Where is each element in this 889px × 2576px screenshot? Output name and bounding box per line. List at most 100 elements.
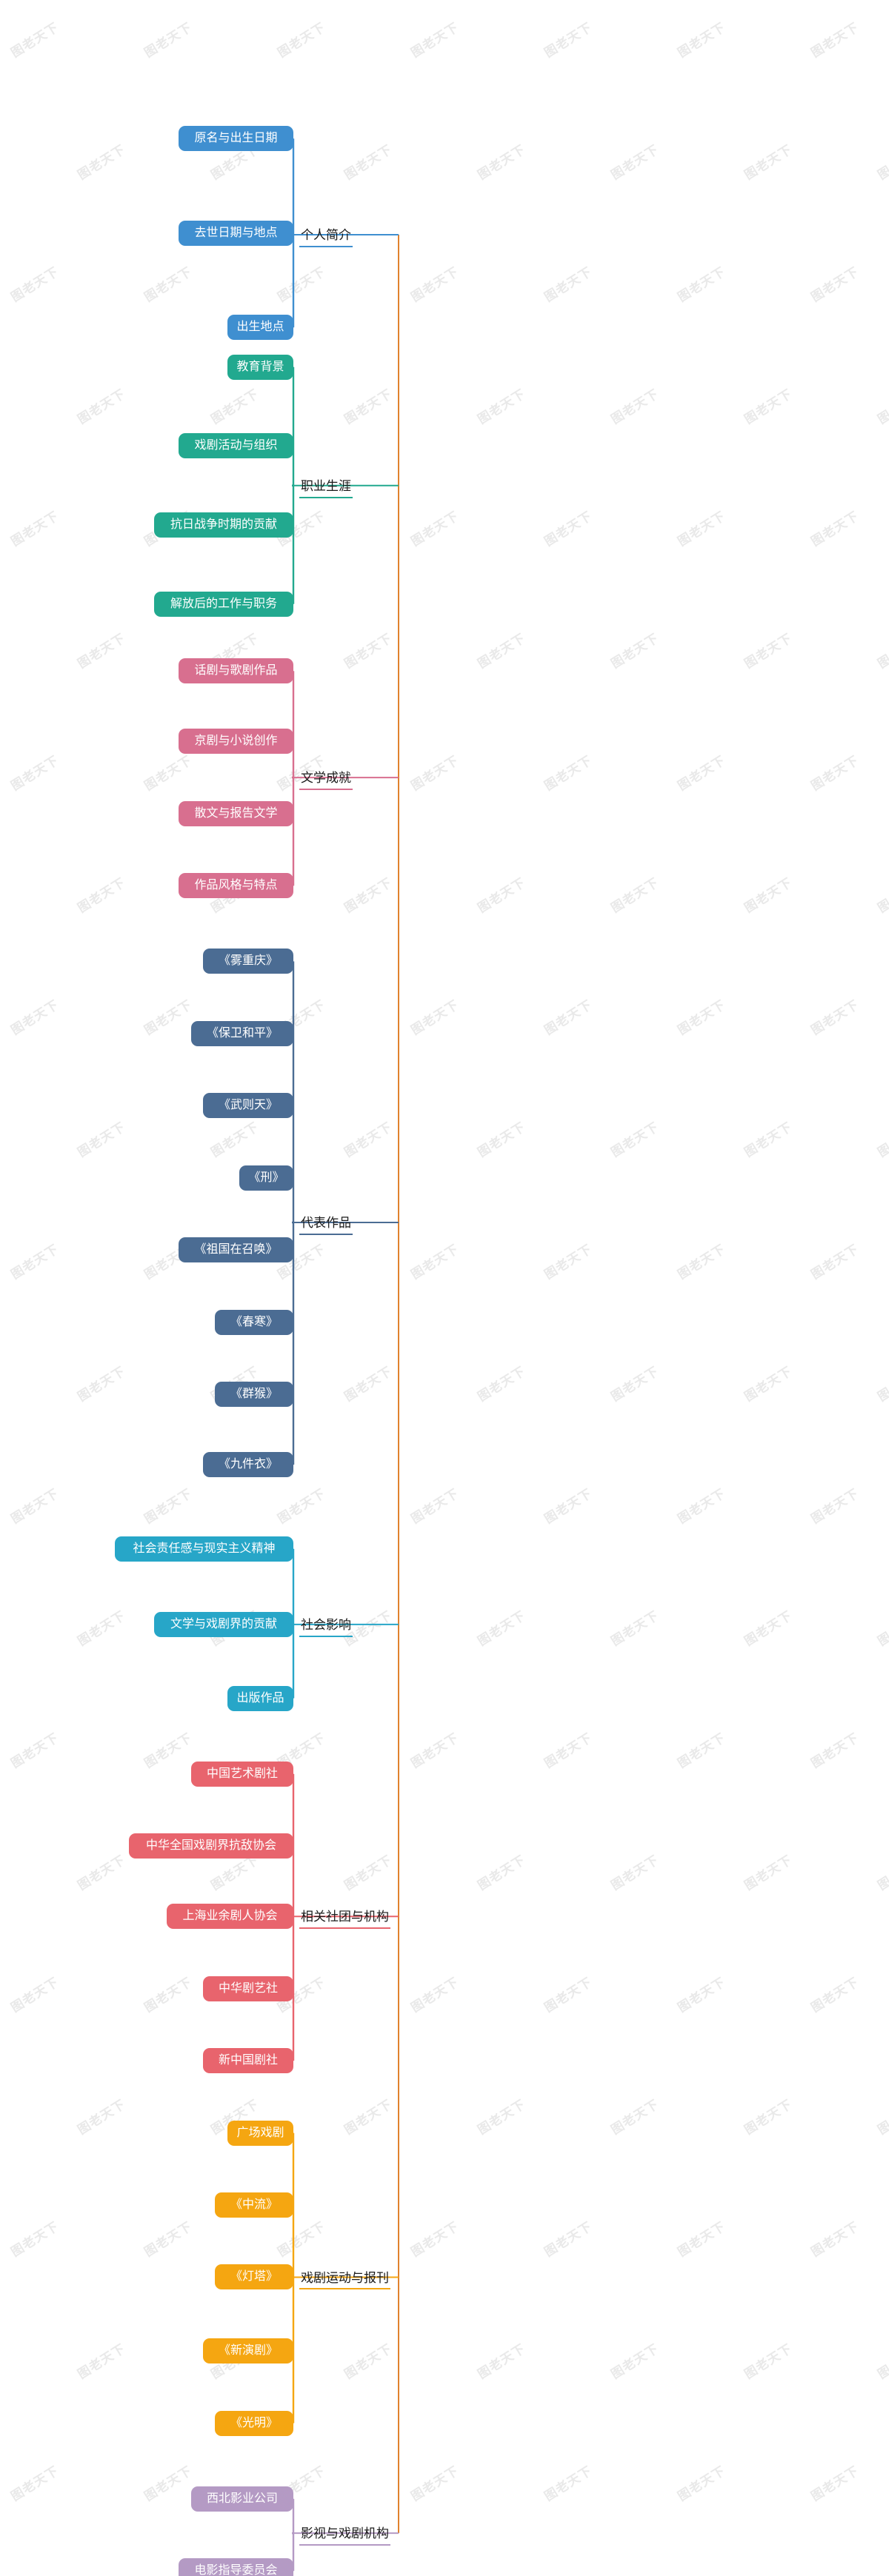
leaf-node[interactable]: 戏剧活动与组织 <box>179 433 293 459</box>
watermark-text: 图老天下 <box>808 2219 862 2260</box>
watermark-text: 图老天下 <box>608 875 662 916</box>
watermark-text: 图老天下 <box>542 264 595 305</box>
watermark-text: 图老天下 <box>808 997 862 1038</box>
watermark-text: 图老天下 <box>742 2097 795 2138</box>
watermark-text: 图老天下 <box>408 1486 462 1527</box>
watermark-text: 图老天下 <box>742 1120 795 1160</box>
watermark-text: 图老天下 <box>608 2097 662 2138</box>
watermark-text: 图老天下 <box>875 1853 889 1893</box>
leaf-node[interactable]: 电影指导委员会 <box>179 2558 293 2576</box>
leaf-node[interactable]: 中国艺术剧社 <box>191 1761 293 1787</box>
leaf-node[interactable]: 中华全国戏剧界抗敌协会 <box>129 1833 293 1859</box>
watermark-text: 图老天下 <box>475 1120 528 1160</box>
leaf-node[interactable]: 广场戏剧 <box>227 2120 293 2146</box>
watermark-text: 图老天下 <box>675 1730 728 1771</box>
leaf-node[interactable]: 中华剧艺社 <box>203 1976 293 2001</box>
branch-node-2[interactable]: 职业生涯 <box>299 473 353 498</box>
watermark-text: 图老天下 <box>8 2463 61 2504</box>
leaf-node[interactable]: 《群猴》 <box>215 1382 293 1407</box>
watermark-text: 图老天下 <box>141 264 195 305</box>
branch-node-5[interactable]: 社会影响 <box>299 1612 353 1637</box>
branch-node-4[interactable]: 代表作品 <box>299 1210 353 1235</box>
leaf-node[interactable]: 作品风格与特点 <box>179 873 293 899</box>
leaf-node[interactable]: 《九件衣》 <box>203 1452 293 1478</box>
watermark-text: 图老天下 <box>275 264 328 305</box>
leaf-node[interactable]: 《武则天》 <box>203 1093 293 1119</box>
leaf-node[interactable]: 《春寒》 <box>215 1309 293 1335</box>
branch-node-1[interactable]: 个人简介 <box>299 222 353 247</box>
branch-node-6[interactable]: 相关社团与机构 <box>299 1904 390 1930</box>
watermark-text: 图老天下 <box>542 1730 595 1771</box>
watermark-text: 图老天下 <box>8 509 61 549</box>
watermark-text: 图老天下 <box>808 20 862 61</box>
watermark-text: 图老天下 <box>141 20 195 61</box>
watermark-text: 图老天下 <box>75 2341 128 2382</box>
watermark-text: 图老天下 <box>208 387 262 427</box>
leaf-node[interactable]: 话剧与歌剧作品 <box>179 658 293 684</box>
watermark-text: 图老天下 <box>475 1853 528 1893</box>
leaf-node[interactable]: 社会责任感与现实主义精神 <box>115 1536 293 1562</box>
leaf-node[interactable]: 《灯塔》 <box>215 2264 293 2290</box>
watermark-text: 图老天下 <box>675 1486 728 1527</box>
watermark-text: 图老天下 <box>275 1486 328 1527</box>
leaf-node[interactable]: 文学与戏剧界的贡献 <box>154 1611 293 1637</box>
leaf-node[interactable]: 去世日期与地点 <box>179 220 293 246</box>
leaf-node[interactable]: 《祖国在召唤》 <box>179 1237 293 1263</box>
watermark-text: 图老天下 <box>608 631 662 672</box>
leaf-node[interactable]: 散文与报告文学 <box>179 800 293 826</box>
watermark-text: 图老天下 <box>8 1486 61 1527</box>
watermark-text: 图老天下 <box>742 387 795 427</box>
leaf-node[interactable]: 抗日战争时期的贡献 <box>154 512 293 538</box>
watermark-text: 图老天下 <box>408 1975 462 2015</box>
watermark-text: 图老天下 <box>75 875 128 916</box>
watermark-text: 图老天下 <box>875 2341 889 2382</box>
watermark-text: 图老天下 <box>342 142 395 183</box>
leaf-node[interactable]: 出生地点 <box>227 315 293 341</box>
watermark-text: 图老天下 <box>608 1364 662 1405</box>
leaf-node[interactable]: 京剧与小说创作 <box>179 729 293 755</box>
watermark-text: 图老天下 <box>141 2219 195 2260</box>
watermark-text: 图老天下 <box>742 875 795 916</box>
leaf-node[interactable]: 解放后的工作与职务 <box>154 591 293 617</box>
watermark-text: 图老天下 <box>542 2219 595 2260</box>
leaf-node[interactable]: 西北影业公司 <box>191 2486 293 2512</box>
leaf-node[interactable]: 原名与出生日期 <box>179 126 293 152</box>
leaf-node[interactable]: 新中国剧社 <box>203 2048 293 2074</box>
watermark-text: 图老天下 <box>675 264 728 305</box>
leaf-node[interactable]: 《光明》 <box>215 2410 293 2436</box>
watermark-text: 图老天下 <box>875 2097 889 2138</box>
watermark-text: 图老天下 <box>275 2219 328 2260</box>
watermark-text: 图老天下 <box>8 753 61 794</box>
watermark-text: 图老天下 <box>342 1120 395 1160</box>
branch-node-7[interactable]: 戏剧运动与报刊 <box>299 2264 390 2290</box>
watermark-text: 图老天下 <box>408 1730 462 1771</box>
watermark-text: 图老天下 <box>8 1975 61 2015</box>
leaf-node[interactable]: 《新演剧》 <box>203 2338 293 2364</box>
leaf-node[interactable]: 出版作品 <box>227 1685 293 1711</box>
watermark-text: 图老天下 <box>608 1853 662 1893</box>
watermark-text: 图老天下 <box>808 509 862 549</box>
watermark-text: 图老天下 <box>875 1608 889 1649</box>
watermark-text: 图老天下 <box>675 20 728 61</box>
watermark-text: 图老天下 <box>342 1853 395 1893</box>
watermark-text: 图老天下 <box>408 753 462 794</box>
watermark-text: 图老天下 <box>8 1242 61 1282</box>
watermark-text: 图老天下 <box>75 142 128 183</box>
watermark-text: 图老天下 <box>475 1364 528 1405</box>
watermark-text: 图老天下 <box>408 997 462 1038</box>
leaf-node[interactable]: 《保卫和平》 <box>191 1020 293 1046</box>
branch-node-8[interactable]: 影视与戏剧机构 <box>299 2520 390 2546</box>
watermark-text: 图老天下 <box>675 1242 728 1282</box>
watermark-text: 图老天下 <box>675 1975 728 2015</box>
leaf-node[interactable]: 《中流》 <box>215 2192 293 2218</box>
watermark-text: 图老天下 <box>808 264 862 305</box>
leaf-node[interactable]: 上海业余剧人协会 <box>167 1904 293 1930</box>
watermark-text: 图老天下 <box>408 1242 462 1282</box>
leaf-node[interactable]: 教育背景 <box>227 354 293 380</box>
watermark-text: 图老天下 <box>875 387 889 427</box>
leaf-node[interactable]: 《刑》 <box>239 1165 293 1191</box>
branch-node-3[interactable]: 文学成就 <box>299 765 353 791</box>
leaf-node[interactable]: 《雾重庆》 <box>203 949 293 974</box>
